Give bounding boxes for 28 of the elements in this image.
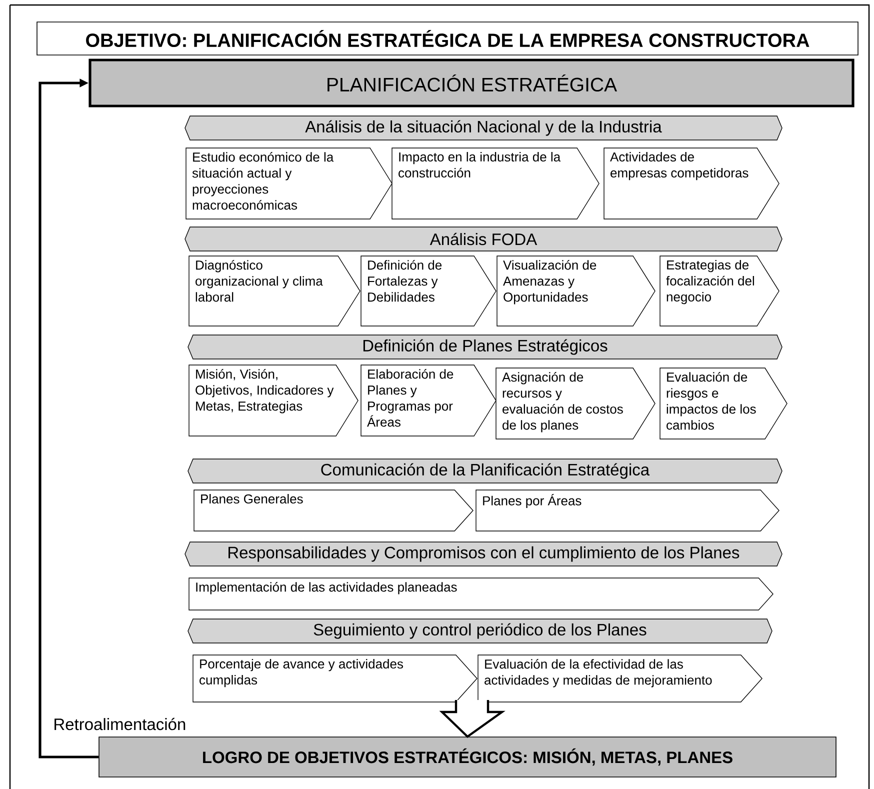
block-arrow [439,698,506,738]
stage-band: Análisis de la situación Nacional y de la Industria [184,116,782,140]
stage-band: Definición de Planes Estratégicos [188,334,782,360]
process-step: Visualización de Amenazas y Oportunidades [496,256,656,326]
stage-band: Análisis FODA [184,226,782,252]
process-step: Estudio económico de la situación actual y proyecciones macroeconómicas [186,148,392,220]
stage-band: Seguimiento y control periódico de los Planes [188,618,772,644]
process-step: Definición de Fortalezas y Debilidades [360,256,496,326]
feedback-arrow [38,78,99,758]
process-step: Misión, Visión, Objetivos, Indicadores y Metas, Estrategias [188,364,358,436]
process-step: Impacto en la industria de la construcción [392,148,600,220]
stage-band: Responsabilidades y Compromisos con el cumplimiento de los Planes [184,542,782,566]
process-step: Planes Generales [194,490,474,532]
process-step: Evaluación de la efectividad de las actividades y medidas de mejoramiento [478,654,762,702]
process-step: Implementación de las actividades planeadas [188,578,774,610]
stage-band: Comunicación de la Planificación Estratégica [188,458,782,484]
process-box: PLANIFICACIÓN ESTRATÉGICA [88,58,854,108]
process-step: Actividades de empresas competidoras [604,148,780,220]
process-step: Diagnóstico organizacional y clima laboral [188,256,360,326]
process-step: Planes por Áreas [476,490,780,532]
process-step: Estrategias de focalización del negocio [660,256,780,326]
process-step: Porcentaje de avance y actividades cumplidas [192,654,478,702]
title-box: OBJETIVO: PLANIFICACIÓN ESTRATÉGICA DE LA EMPRESA CONSTRUCTORA [36,22,858,56]
process-step: Evaluación de riesgos e impactos de los cambios [660,368,788,440]
process-step: Elaboración de Planes y Programas por Áreas [360,364,496,436]
result-box: LOGRO DE OBJETIVOS ESTRATÉGICOS: MISIÓN, METAS, PLANES [98,736,836,778]
edge-label: Retroalimentación [52,716,188,732]
process-step: Asignación de recursos y evaluación de costos de los planes [496,368,656,440]
